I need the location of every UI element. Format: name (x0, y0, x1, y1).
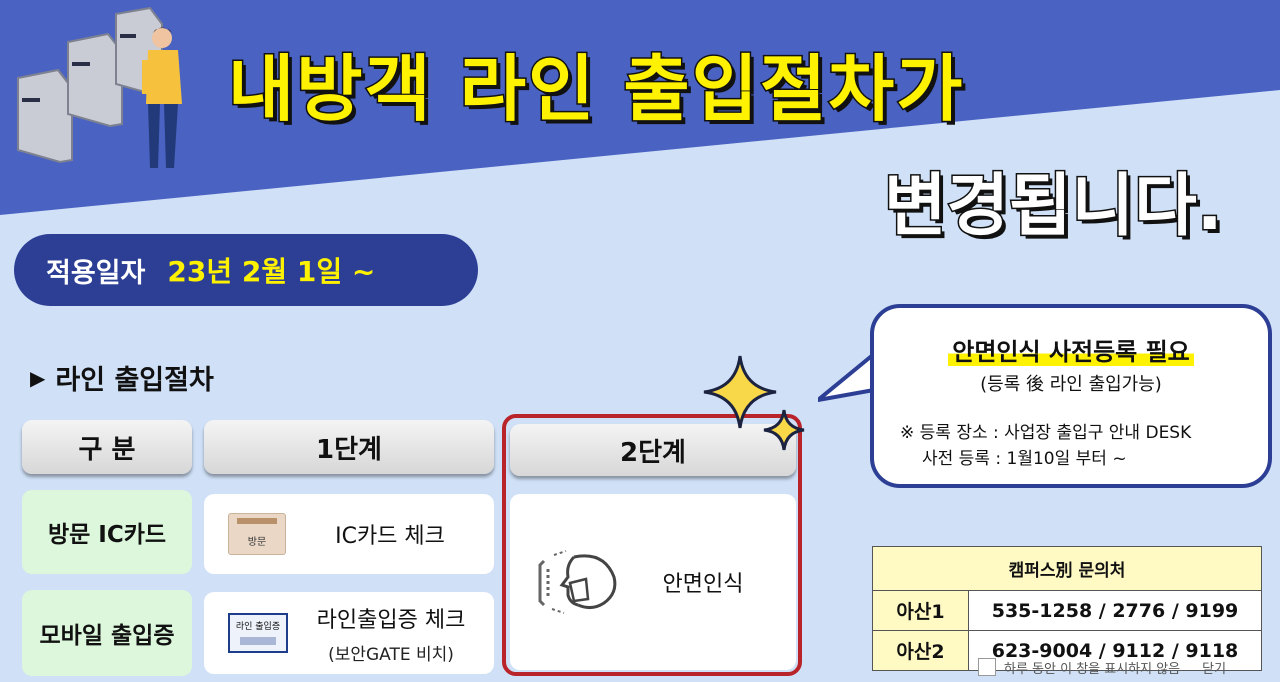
apply-date-value: 23년 2월 1일 ~ (167, 255, 376, 288)
preregistration-bubble: 안면인식 사전등록 필요 (등록 後 라인 출입가능) ※ 등록 장소 : 사업… (870, 304, 1272, 488)
ic-card-image-label: 방문 (247, 537, 267, 548)
table-row: 아산2 623-9004 / 9112 / 9118 (872, 630, 1262, 671)
triangle-bullet-icon: ▶ (30, 365, 46, 390)
mobile-pass-step1-main: 라인출입증 체크 (316, 607, 466, 633)
bubble-note-line1: ※ 등록 장소 : 사업장 출입구 안내 DESK (900, 423, 1192, 443)
contact-region: 아산2 (872, 630, 969, 671)
row-step1-ic-card: 방문 IC카드 체크 (204, 494, 494, 574)
bubble-title-text: 안면인식 사전등록 필요 (948, 338, 1194, 366)
contact-table-title: 캠퍼스別 문의처 (872, 546, 1262, 591)
turnstile-illustration (17, 6, 182, 168)
face-scan-icon (538, 550, 617, 614)
contact-region: 아산1 (872, 590, 969, 631)
line-pass-image-label: 라인 출입증 (235, 622, 281, 632)
apply-date-label: 적용일자 (46, 257, 146, 289)
table-header-step1: 1단계 (204, 420, 494, 474)
sparkle-icon (703, 355, 805, 451)
hide-today-label[interactable]: 하루 동안 이 창을 표시하지 않음 (1004, 661, 1181, 677)
bubble-title: 안면인식 사전등록 필요 (874, 332, 1268, 367)
row-category-ic-card: 방문 IC카드 (22, 490, 192, 574)
ic-card-step1-text: IC카드 체크 (335, 524, 445, 549)
banner-title-line2: 변경됩니다. (883, 166, 1225, 248)
row-step1-mobile-pass: 라인 출입증 라인출입증 체크 (보안GATE 비치) (204, 592, 494, 674)
line-pass-image: 라인 출입증 (228, 613, 288, 653)
step2-highlight-frame (502, 414, 802, 676)
mobile-pass-step1-sub: (보안GATE 비치) (328, 644, 454, 665)
table-row: 아산1 535-1258 / 2776 / 9199 (872, 590, 1262, 631)
bubble-note: ※ 등록 장소 : 사업장 출입구 안내 DESK 사전 등록 : 1월10일 … (900, 420, 1191, 472)
contact-phone: 535-1258 / 2776 / 9199 (968, 590, 1262, 631)
contact-table: 캠퍼스別 문의처 아산1 535-1258 / 2776 / 9199 아산2 … (872, 546, 1262, 671)
mobile-pass-step1-text: 라인출입증 체크 (보안GATE 비치) (288, 602, 494, 665)
section-heading: ▶ 라인 출입절차 (30, 358, 214, 397)
bubble-note-line2: 사전 등록 : 1월10일 부터 ~ (922, 449, 1127, 469)
hide-today-checkbox[interactable] (978, 658, 996, 676)
table-header-category: 구 분 (22, 420, 192, 474)
row-category-mobile-pass: 모바일 출입증 (22, 590, 192, 676)
bubble-subtitle: (등록 後 라인 출입가능) (980, 374, 1162, 395)
step2-text: 안면인식 (662, 572, 744, 597)
close-link[interactable]: 닫기 (1202, 661, 1227, 677)
popup-footer: 하루 동안 이 창을 표시하지 않음 닫기 (978, 652, 1280, 682)
apply-date-pill: 적용일자 23년 2월 1일 ~ (14, 234, 478, 306)
ic-card-image: 방문 (228, 513, 286, 555)
banner-title-line1: 내방객 라인 출입절차가 (227, 46, 965, 133)
step2-face-recognition-cell: 안면인식 (510, 494, 796, 670)
contact-phone: 623-9004 / 9112 / 9118 (968, 630, 1262, 671)
section-heading-text: 라인 출입절차 (55, 365, 214, 396)
table-header-step2: 2단계 (510, 424, 796, 476)
